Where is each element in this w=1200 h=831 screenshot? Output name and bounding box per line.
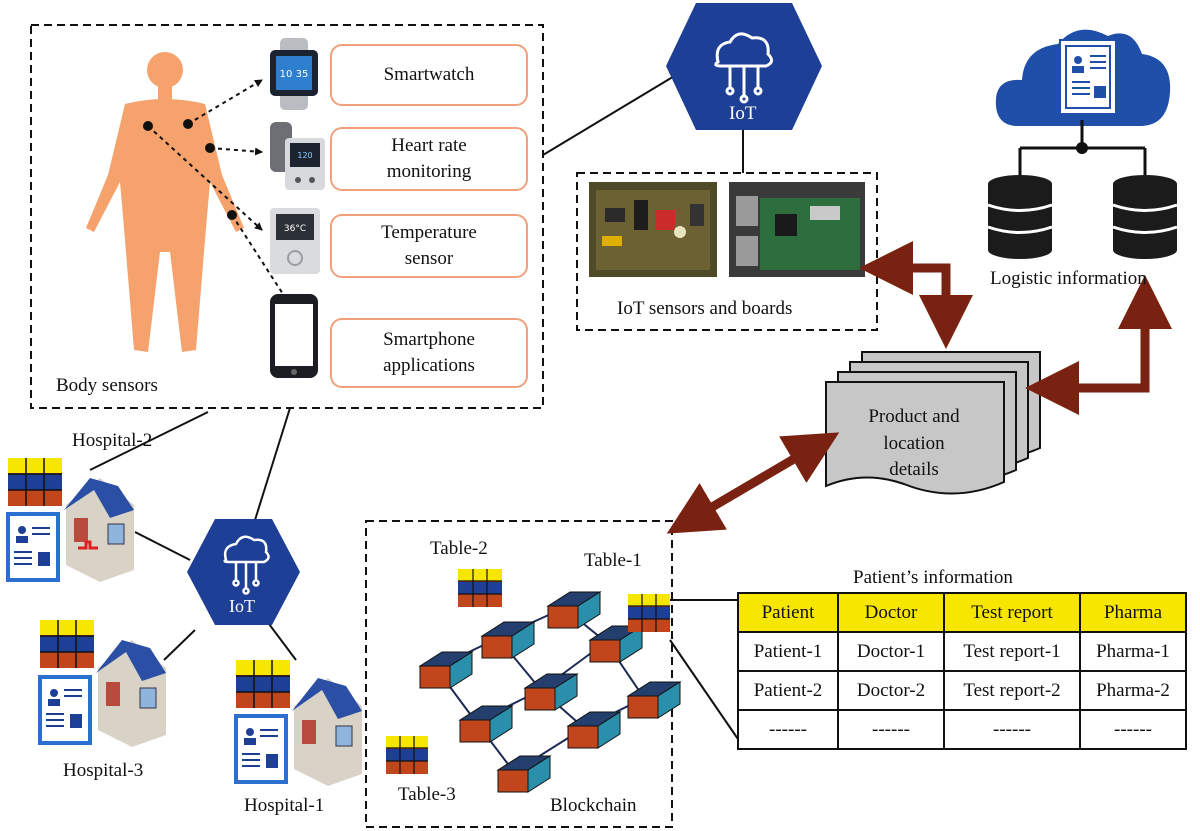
iot-sensors-caption: IoT sensors and boards bbox=[617, 298, 793, 319]
sensor-dotted-arrows bbox=[147, 79, 291, 306]
stacked-documents-icon bbox=[825, 351, 1041, 495]
raspberry-pi-board-photo bbox=[729, 182, 865, 277]
table-cell: Test report-2 bbox=[943, 670, 1081, 711]
blockchain-block bbox=[523, 673, 579, 711]
product-line-2: location bbox=[883, 432, 945, 454]
iot-cloud-icon bbox=[223, 535, 270, 595]
smartphone-label-line1: Smartphone bbox=[383, 329, 475, 351]
blood-pressure-monitor-icon: 120 bbox=[270, 122, 325, 190]
header-patient: Patient bbox=[737, 592, 839, 633]
table-cell: Patient-2 bbox=[737, 670, 839, 711]
table-2-icon bbox=[458, 569, 502, 607]
temperature-label-box: Temperature sensor bbox=[330, 214, 528, 278]
table-cell: Doctor-1 bbox=[837, 631, 945, 672]
table-cell: ------ bbox=[737, 709, 839, 750]
data-flow-arrows bbox=[666, 241, 1172, 534]
iot-hexagon-bottom bbox=[187, 519, 300, 625]
table-cell: Doctor-2 bbox=[837, 670, 945, 711]
table-row: Patient-1 Doctor-1 Test report-1 Pharma-… bbox=[737, 631, 1187, 672]
smartphone-icon bbox=[270, 294, 318, 378]
header-test-report: Test report bbox=[943, 592, 1081, 633]
smartwatch-label: Smartwatch bbox=[383, 64, 475, 86]
table-cell: Pharma-2 bbox=[1079, 670, 1187, 711]
table-cell: ------ bbox=[943, 709, 1081, 750]
product-details-text: Product and location details bbox=[834, 404, 994, 484]
blockchain-block bbox=[546, 591, 602, 629]
database-icon bbox=[987, 175, 1053, 259]
hospital-1-icon bbox=[234, 660, 362, 786]
header-pharma: Pharma bbox=[1079, 592, 1187, 633]
iot-bottom-label: IoT bbox=[229, 596, 255, 616]
blockchain-frame bbox=[365, 520, 673, 828]
blockchain-label: Blockchain bbox=[550, 795, 637, 816]
table-2-label: Table-2 bbox=[430, 538, 488, 559]
patient-info-title: Patient’s information bbox=[853, 567, 1013, 588]
blockchain-block bbox=[626, 681, 682, 719]
blockchain-block bbox=[480, 621, 536, 659]
table-row: Patient-2 Doctor-2 Test report-2 Pharma-… bbox=[737, 670, 1187, 711]
blockchain-block bbox=[496, 755, 552, 793]
header-doctor: Doctor bbox=[837, 592, 945, 633]
sensor-board-photo bbox=[589, 182, 717, 277]
hospital-2-icon bbox=[6, 458, 134, 582]
table-3-label: Table-3 bbox=[398, 784, 456, 805]
hospital-2-label: Hospital-2 bbox=[72, 430, 153, 451]
blockchain-block bbox=[588, 625, 644, 663]
table-header-row: Patient Doctor Test report Pharma bbox=[737, 592, 1187, 633]
body-sensors-title: Body sensors bbox=[56, 375, 158, 396]
svg-text:120: 120 bbox=[297, 151, 312, 160]
heart-rate-label-line2: monitoring bbox=[386, 161, 472, 182]
table-cell: ------ bbox=[837, 709, 945, 750]
table-3-icon bbox=[386, 736, 428, 774]
patient-info-table: Patient Doctor Test report Pharma Patien… bbox=[737, 592, 1187, 750]
smartwatch-icon: 10 35 bbox=[270, 38, 318, 110]
blockchain-block bbox=[458, 705, 514, 743]
table-cell: Test report-1 bbox=[943, 631, 1081, 672]
temperature-label-line2: sensor bbox=[404, 248, 454, 269]
table-cell: ------ bbox=[1079, 709, 1187, 750]
svg-text:10 35: 10 35 bbox=[280, 69, 309, 80]
table-row: ------ ------ ------ ------ bbox=[737, 709, 1187, 750]
blockchain-network-icon bbox=[418, 591, 682, 793]
smartwatch-label-box: Smartwatch bbox=[330, 44, 528, 106]
thermometer-device-icon: 36°C bbox=[270, 208, 320, 274]
iot-top-label: IoT bbox=[729, 103, 757, 124]
cloud-document-icon bbox=[995, 29, 1171, 126]
connector-lines bbox=[89, 74, 744, 743]
table-cell: Pharma-1 bbox=[1079, 631, 1187, 672]
hospital-1-label: Hospital-1 bbox=[244, 795, 325, 816]
table-1-icon bbox=[628, 594, 670, 632]
blockchain-block bbox=[418, 651, 474, 689]
product-line-1: Product and bbox=[868, 406, 960, 427]
svg-text:36°C: 36°C bbox=[284, 224, 306, 234]
heart-rate-label-line1: Heart rate bbox=[391, 135, 467, 157]
iot-cloud-icon bbox=[714, 32, 773, 104]
human-body-icon bbox=[86, 52, 244, 352]
table-cell: Patient-1 bbox=[737, 631, 839, 672]
smartphone-label-line2: applications bbox=[383, 355, 475, 376]
product-line-3: details bbox=[889, 459, 939, 481]
iot-hexagon-top bbox=[666, 3, 822, 130]
smartphone-label-box: Smartphone applications bbox=[330, 318, 528, 388]
body-sensors-frame bbox=[30, 24, 544, 409]
hospital-3-label: Hospital-3 bbox=[63, 760, 144, 781]
hospital-3-icon bbox=[38, 620, 166, 747]
heart-rate-label-box: Heart rate monitoring bbox=[330, 127, 528, 191]
blockchain-block bbox=[566, 711, 622, 749]
temperature-label-line1: Temperature bbox=[381, 222, 477, 244]
database-icon bbox=[1112, 175, 1178, 259]
table-1-label: Table-1 bbox=[584, 550, 642, 571]
logistic-caption: Logistic information bbox=[990, 268, 1147, 289]
